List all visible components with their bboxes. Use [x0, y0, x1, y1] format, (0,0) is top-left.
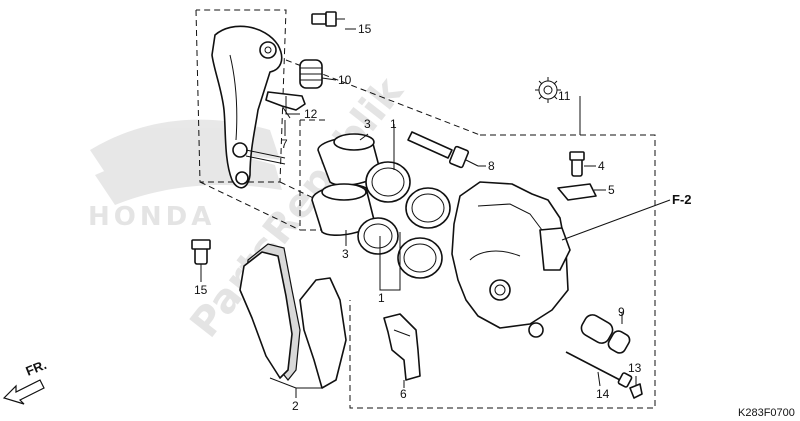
ref-f-2: F-2 — [672, 192, 692, 207]
caliper-body — [451, 181, 571, 338]
callout-3-bottom: 3 — [342, 247, 349, 261]
seal-set — [357, 161, 451, 279]
pin-10 — [299, 59, 323, 89]
bleeder-cap-5 — [557, 183, 597, 201]
front-label: FR. — [24, 357, 49, 379]
piston-upper — [317, 133, 381, 186]
clip-13 — [629, 383, 643, 399]
callout-1-top: 1 — [390, 117, 397, 131]
pad-shim-6 — [383, 313, 421, 381]
diagram-code: K283F0700 — [738, 407, 795, 419]
callout-2: 2 — [292, 399, 299, 413]
callout-6: 6 — [400, 387, 407, 401]
brake-pad-set — [239, 243, 347, 389]
callout-7: 7 — [281, 137, 288, 151]
callout-12: 12 — [304, 107, 318, 121]
caliper-bracket — [211, 25, 286, 189]
honda-logo-watermark: HONDA — [88, 202, 215, 232]
pin-14 — [565, 351, 633, 388]
callout-9: 9 — [618, 305, 625, 319]
callout-15-top: 15 — [358, 22, 372, 36]
callout-10: 10 — [338, 73, 352, 87]
callout-5: 5 — [608, 183, 615, 197]
callout-1-bottom: 1 — [378, 291, 385, 305]
front-arrow: FR. — [2, 357, 49, 405]
callout-15-left: 15 — [194, 283, 208, 297]
bolt-15-top — [311, 11, 345, 27]
leader-lines — [200, 28, 671, 398]
slide-pin-8 — [407, 131, 479, 169]
bleeder-4 — [569, 151, 585, 177]
callout-13: 13 — [628, 361, 642, 375]
callout-11: 11 — [558, 89, 571, 103]
callout-8: 8 — [488, 159, 495, 173]
gear-icon — [535, 77, 561, 103]
pin-9 — [580, 314, 631, 354]
callout-3-top: 3 — [364, 117, 371, 131]
bolt-15-left — [191, 239, 211, 272]
piston-lower — [311, 183, 375, 236]
callout-4: 4 — [598, 159, 605, 173]
callout-14: 14 — [596, 387, 610, 401]
